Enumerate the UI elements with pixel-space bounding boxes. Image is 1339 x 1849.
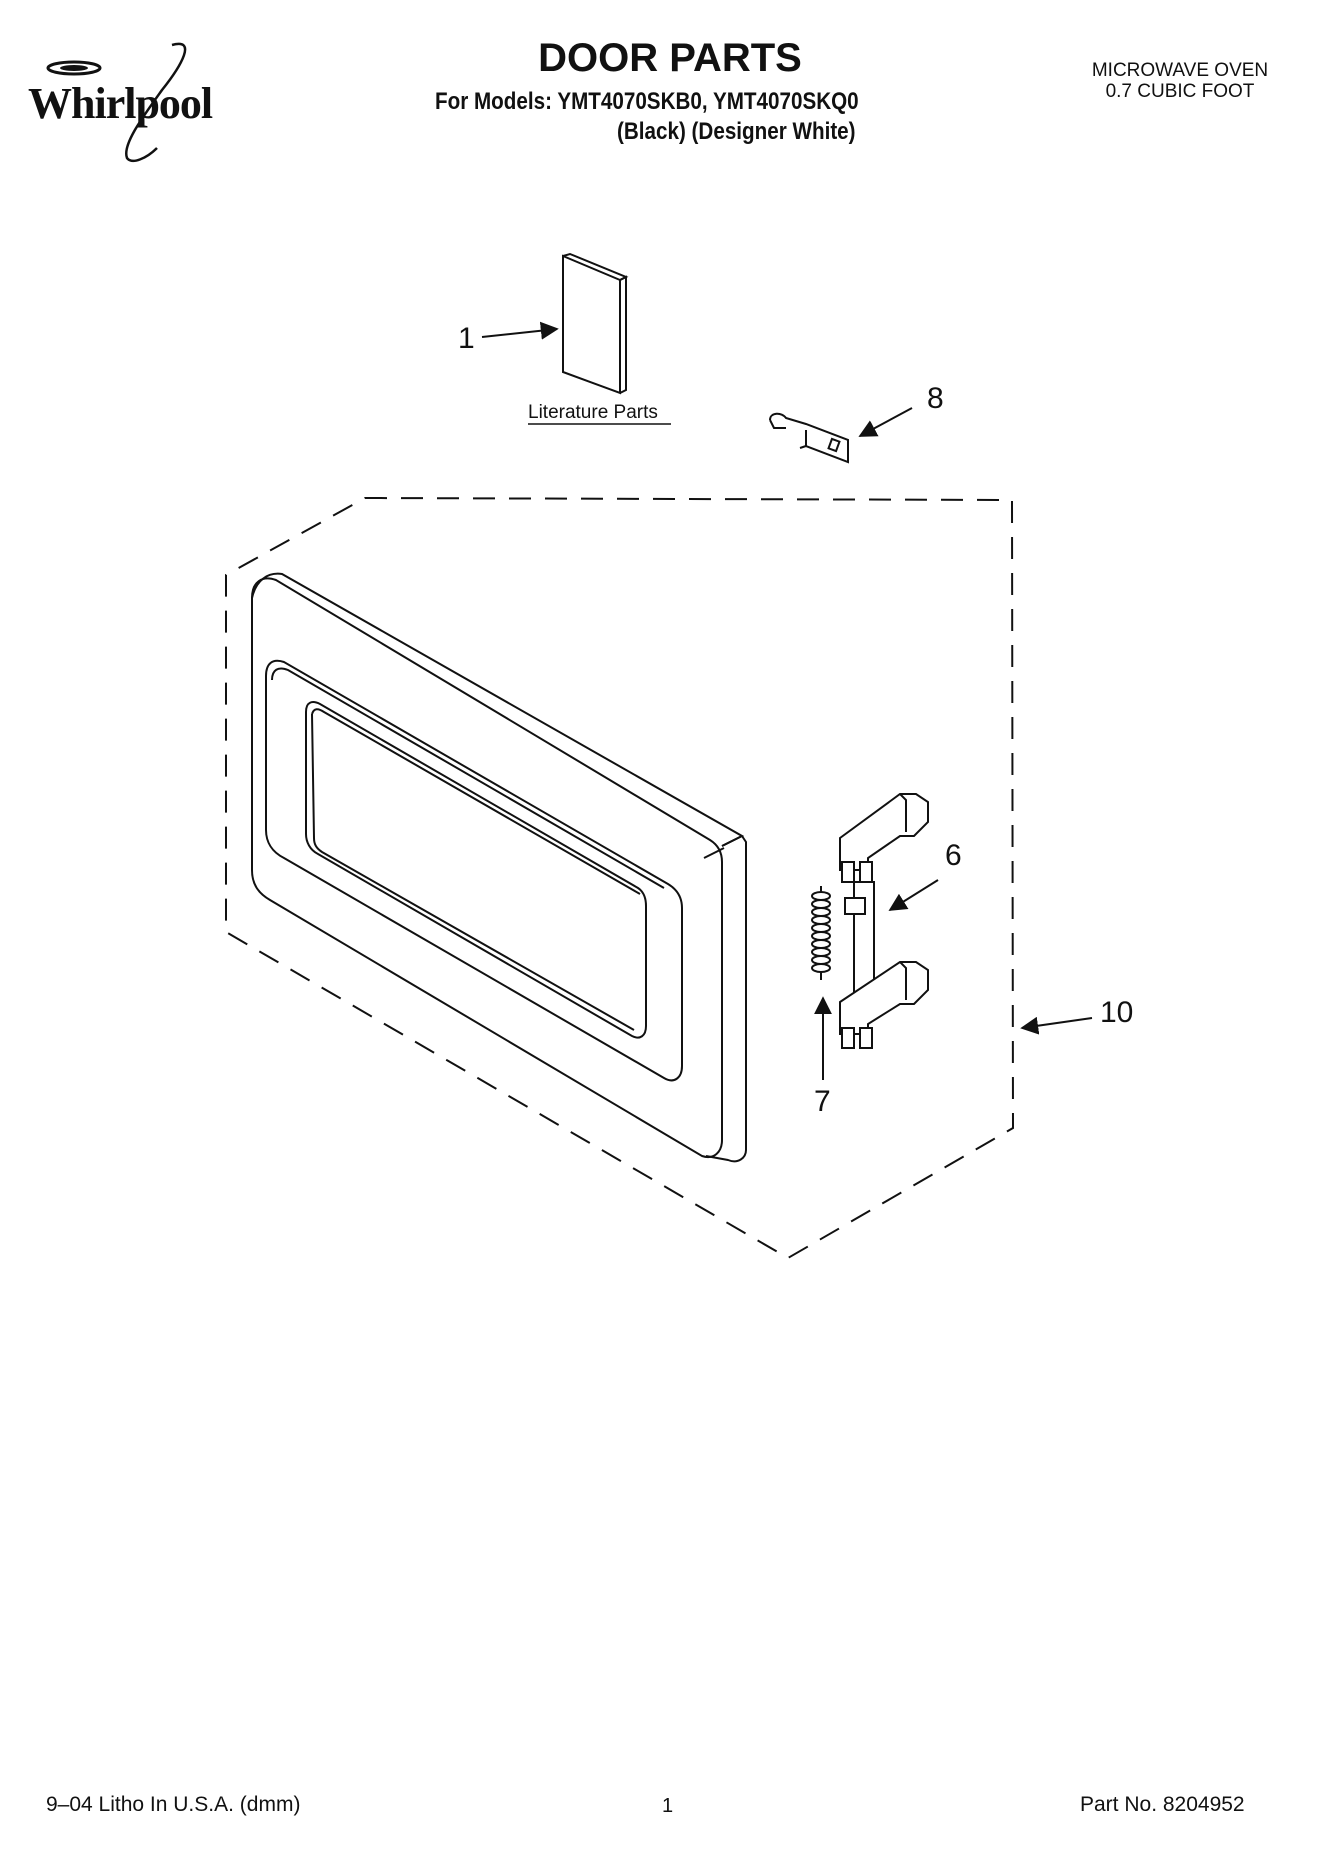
literature-parts-label: Literature Parts <box>528 402 658 423</box>
part-number: Part No. 8204952 <box>1080 1793 1245 1816</box>
leader-10 <box>1020 1016 1093 1035</box>
door-bracket <box>769 412 849 464</box>
whirlpool-swirl-icon <box>46 42 187 163</box>
literature-booklet <box>562 252 629 395</box>
variants-line: (Black) (Designer White) <box>617 118 856 145</box>
leader-6 <box>888 879 939 911</box>
brand-logo-text: Whirlpool <box>28 79 213 128</box>
leader-8 <box>858 407 913 437</box>
callout-10: 10 <box>1100 996 1133 1029</box>
door-latch-hook <box>839 793 929 1049</box>
door-assembly-boundary <box>225 496 1015 1260</box>
print-info: 9–04 Litho In U.S.A. (dmm) <box>46 1793 301 1816</box>
leader-1 <box>481 321 559 340</box>
product-info: MICROWAVE OVEN 0.7 CUBIC FOOT <box>1060 60 1300 102</box>
microwave-door <box>251 572 747 1163</box>
callout-8: 8 <box>927 382 944 415</box>
callout-1: 1 <box>458 322 475 355</box>
models-line: For Models: YMT4070SKB0, YMT4070SKQ0 <box>435 88 859 115</box>
page-number: 1 <box>662 1795 674 1817</box>
product-size: 0.7 CUBIC FOOT <box>1105 81 1255 102</box>
callout-6: 6 <box>945 839 962 872</box>
callout-7: 7 <box>814 1085 831 1118</box>
latch-spring <box>811 886 831 980</box>
page-title: DOOR PARTS <box>538 36 802 80</box>
product-type: MICROWAVE OVEN <box>1091 60 1269 81</box>
whirlpool-logo: Whirlpool <box>22 40 272 170</box>
